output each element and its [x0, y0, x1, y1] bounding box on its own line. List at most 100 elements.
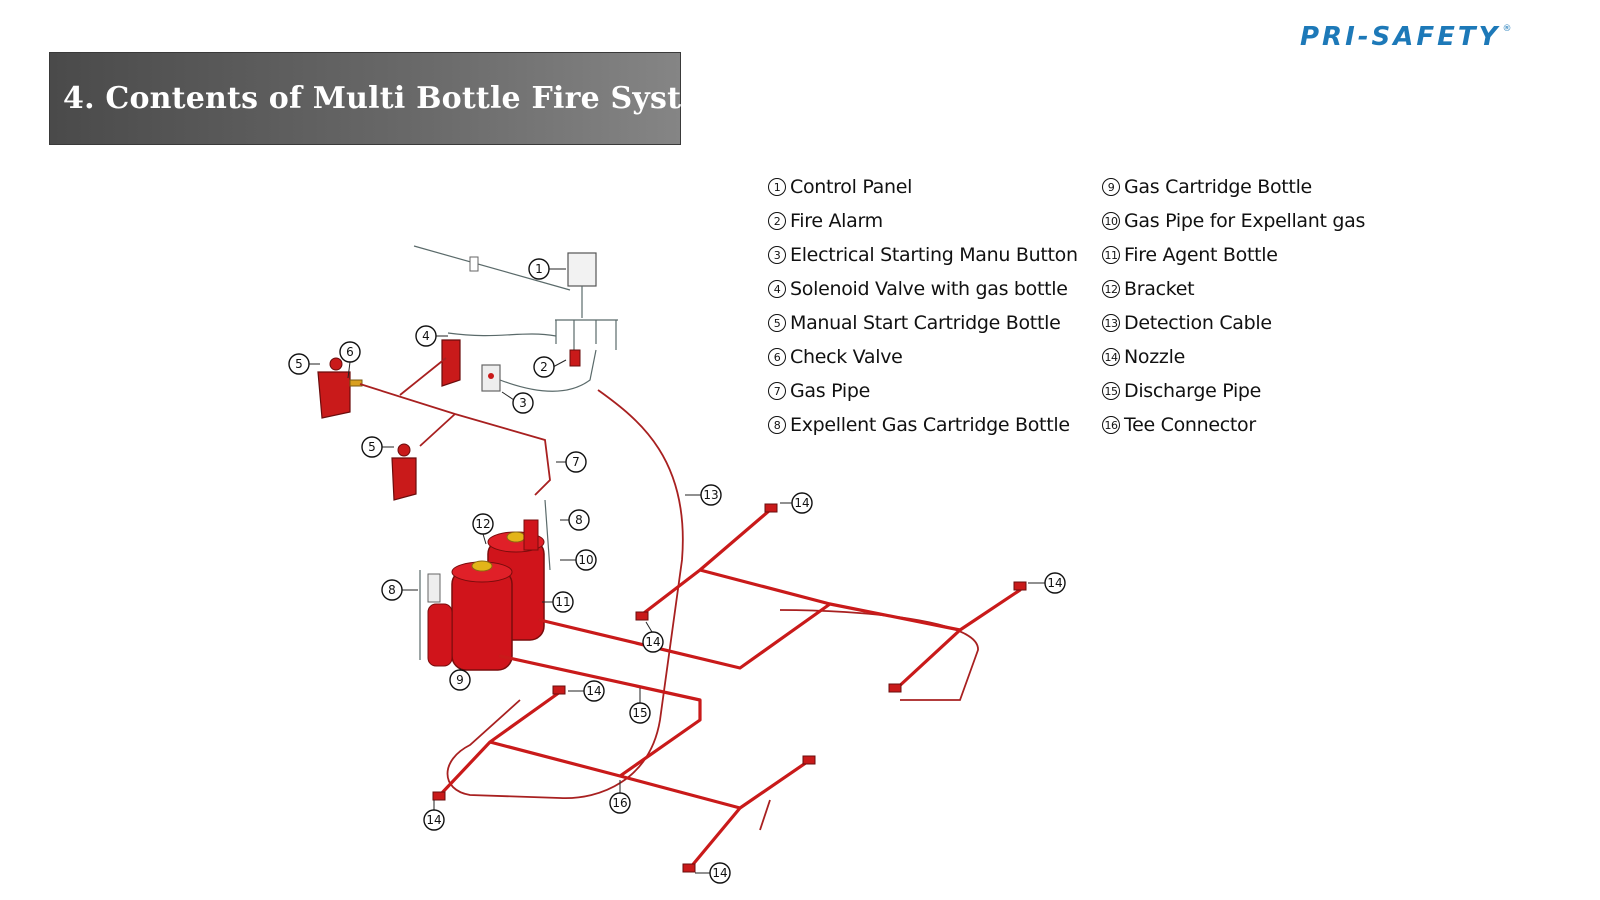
nozzle-icon: [888, 683, 902, 693]
legend-label: Electrical Starting Manu Button: [790, 244, 1078, 266]
svg-text:14: 14: [586, 684, 601, 698]
callout-14e: 14: [423, 800, 445, 831]
svg-text:13: 13: [703, 488, 718, 502]
legend-label: Tee Connector: [1124, 414, 1256, 436]
cable-end: [759, 799, 771, 831]
svg-text:5: 5: [368, 440, 376, 454]
legend-label: Fire Agent Bottle: [1124, 244, 1278, 266]
fire-agent-bottles: [419, 499, 551, 671]
legend-number: 5: [768, 314, 786, 332]
legend-number: 10: [1102, 212, 1120, 230]
svg-text:8: 8: [575, 513, 583, 527]
callout-1: 1: [528, 258, 566, 280]
page-title: 4. Contents of Multi Bottle Fire System: [63, 81, 733, 116]
title-banner: 4. Contents of Multi Bottle Fire System: [49, 52, 732, 145]
manual-cartridge-1-knob-icon: [329, 357, 343, 371]
legend-number: 13: [1102, 314, 1120, 332]
nozzle-icon: [552, 685, 566, 695]
legend-label: Control Panel: [790, 176, 913, 198]
svg-text:14: 14: [1047, 576, 1062, 590]
callout-8b: 8: [381, 579, 418, 601]
legend-number: 15: [1102, 382, 1120, 400]
nozzle-icon: [764, 503, 778, 513]
callout-4: 4: [415, 325, 448, 347]
control-panel-icon: [567, 252, 597, 287]
callout-6: 6: [339, 341, 361, 379]
manual-cartridge-2-knob-icon: [397, 443, 411, 457]
callout-12: 12: [472, 513, 494, 545]
callout-14f: 14: [695, 862, 731, 884]
svg-text:6: 6: [346, 345, 354, 359]
legend-number: 11: [1102, 246, 1120, 264]
gas-pipe: [359, 357, 551, 496]
solenoid-wire: [447, 332, 557, 337]
legend-label: Detection Cable: [1124, 312, 1272, 334]
callout-14a: 14: [780, 492, 813, 514]
expellent-cartridge-icon: [523, 519, 539, 551]
nozzle-icon: [682, 863, 696, 873]
callout-10: 10: [560, 549, 597, 571]
bracket-icon: [419, 499, 551, 660]
legend-label: Discharge Pipe: [1124, 380, 1262, 402]
legend-number: 7: [768, 382, 786, 400]
callout-2: 2: [533, 356, 567, 378]
power-wire: [413, 245, 571, 291]
legend-number: 3: [768, 246, 786, 264]
detection-cable-loop: [779, 609, 979, 701]
legend-number: 2: [768, 212, 786, 230]
svg-text:14: 14: [426, 813, 441, 827]
callout-5b: 5: [361, 436, 394, 458]
svg-text:16: 16: [612, 796, 627, 810]
plug-icon: [469, 256, 479, 272]
svg-text:15: 15: [632, 706, 647, 720]
legend-label: Check Valve: [790, 346, 903, 368]
expellent-cartridge-2-icon: [427, 573, 441, 603]
brand-name: PRI-SAFETY: [1300, 22, 1501, 52]
fire-agent-bottle-front-icon: [451, 569, 513, 671]
callout-5a: 5: [288, 353, 320, 375]
callout-3: 3: [501, 391, 534, 414]
manual-cartridge-2-icon: [391, 457, 417, 501]
discharge-pipework: [438, 508, 1022, 870]
callout-15: 15: [629, 688, 651, 724]
brand-registered-mark: ®: [1502, 24, 1512, 34]
button-wire: [499, 349, 597, 392]
manual-button-dot-icon: [488, 373, 494, 379]
callout-11: 11: [542, 591, 574, 613]
legend-number: 12: [1102, 280, 1120, 298]
callout-13: 13: [685, 484, 722, 506]
legend-label: Gas Cartridge Bottle: [1124, 176, 1312, 198]
callout-16: 16: [609, 780, 631, 814]
svg-text:9: 9: [456, 673, 464, 687]
callout-7: 7: [556, 451, 587, 473]
callout-9: 9: [449, 668, 471, 691]
legend-label: Expellent Gas Cartridge Bottle: [790, 414, 1070, 436]
svg-text:3: 3: [519, 396, 527, 410]
legend-label: Solenoid Valve with gas bottle: [790, 278, 1068, 300]
svg-text:10: 10: [578, 553, 593, 567]
svg-text:11: 11: [555, 595, 570, 609]
detection-cable: [446, 389, 684, 799]
legend-label: Nozzle: [1124, 346, 1185, 368]
nozzle-icon: [1013, 581, 1027, 591]
check-valve-icon: [349, 379, 363, 387]
panel-branch-wire: [555, 319, 618, 350]
brand-logo: PRI-SAFETY ®: [1300, 22, 1511, 52]
callout-8a: 8: [560, 509, 590, 531]
manual-cartridge-1-icon: [317, 371, 351, 419]
fire-alarm-icon: [569, 349, 581, 367]
